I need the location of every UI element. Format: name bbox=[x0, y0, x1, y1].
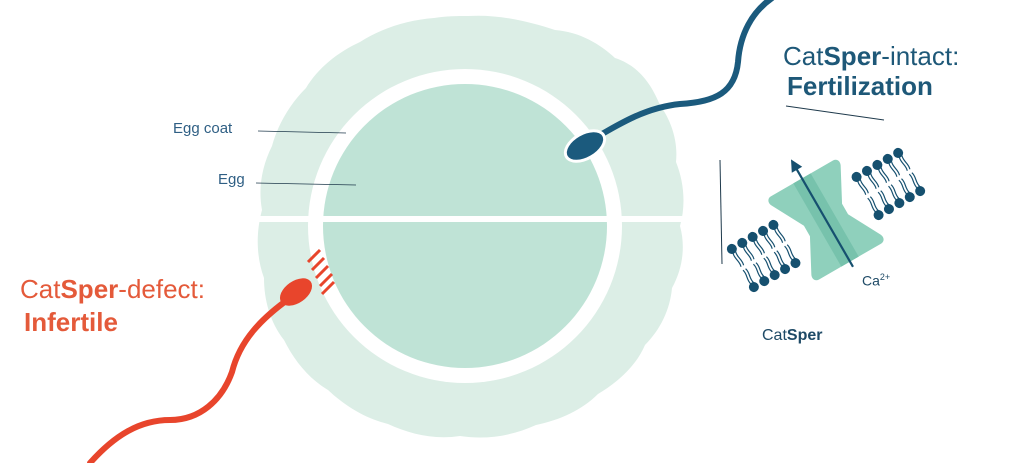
ion-charge: 2+ bbox=[879, 272, 891, 282]
membrane-left bbox=[726, 219, 801, 293]
egg-coat-label: Egg coat bbox=[173, 120, 233, 137]
egg-label: Egg bbox=[218, 171, 245, 188]
intact-prefix: Cat bbox=[783, 41, 824, 71]
defect-heading: CatSper-defect: bbox=[20, 275, 205, 303]
sperm-intact-icon bbox=[563, 0, 775, 163]
catsper-channel-icon bbox=[726, 147, 926, 293]
calcium-ion-label: Ca2+ bbox=[862, 272, 890, 289]
defect-suffix: -defect: bbox=[118, 274, 205, 304]
intact-heading: CatSper-intact: bbox=[783, 42, 959, 70]
catsper-label: CatSper bbox=[762, 327, 822, 345]
membrane-right bbox=[851, 147, 926, 221]
egg-leader bbox=[255, 182, 357, 186]
inset-line-left bbox=[719, 159, 723, 265]
defect-outcome: Infertile bbox=[24, 307, 118, 337]
intact-suffix: -intact: bbox=[881, 41, 960, 71]
inset-line-top bbox=[785, 105, 885, 121]
catsper-bold: Sper bbox=[786, 327, 823, 344]
ca-flow-arrow bbox=[794, 165, 854, 268]
intact-bold: Sper bbox=[823, 41, 882, 71]
egg-coat-leader bbox=[257, 130, 347, 134]
catsper-prefix: Cat bbox=[762, 327, 787, 344]
intact-outcome: Fertilization bbox=[787, 71, 933, 101]
egg-shape bbox=[323, 84, 607, 368]
ion-symbol: Ca bbox=[862, 272, 880, 289]
sperm-defect-icon bbox=[87, 248, 336, 463]
defect-bold: Sper bbox=[60, 274, 119, 304]
defect-prefix: Cat bbox=[20, 274, 61, 304]
